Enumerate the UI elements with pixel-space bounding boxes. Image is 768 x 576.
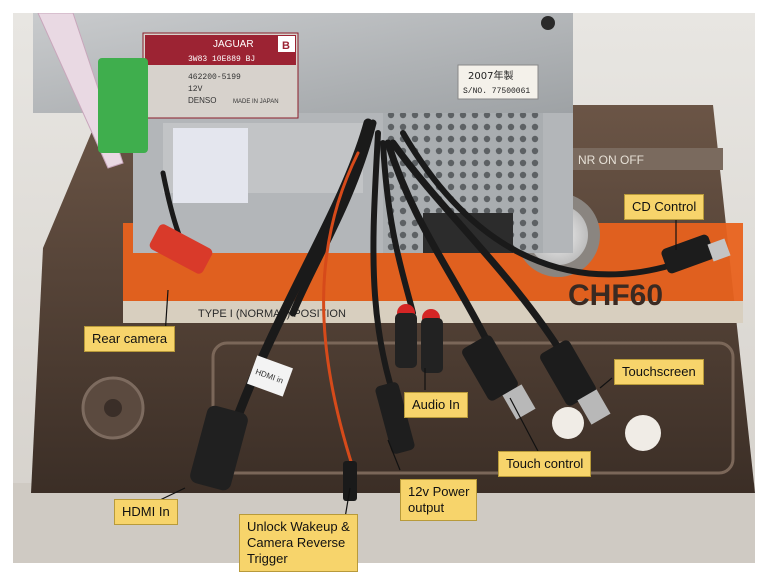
audio-in-callout: Audio In [404,392,468,418]
photo-scene: TYPE I (NORMAL) POSITION CHF60 NR ON OFF… [13,13,755,563]
unit-year-sticker [457,64,539,100]
wakeup-plug [343,461,357,501]
hdmi-tag [247,355,293,397]
mat-brand-text: CHF60 [568,279,663,312]
cables [160,118,696,470]
unit-serial: S/NO. 77500061 [463,87,530,96]
unit-voltage: 12V [188,85,203,94]
hdmi-plug [190,405,248,491]
mat-hole-2 [625,415,661,451]
unit-code: 3W83 10E889 BJ [188,55,255,64]
power-plug [375,382,415,454]
ribbon-cable [37,13,148,169]
usb-cd-plug [661,234,715,274]
green-connector [98,58,148,153]
mat-hole-1 [552,407,584,439]
unit-brand: JAGUAR [213,39,254,50]
cd-control-callout: CD Control [624,194,705,220]
power-output-callout: 12v Power output [400,479,478,521]
unit-maker: DENSO [188,96,216,105]
mat-type-text: TYPE I (NORMAL) POSITION [198,308,346,320]
rear-camera-callout: Rear camera [84,326,176,352]
unit-part: 462200-5199 [188,73,241,82]
unit-year: 2007年製 [468,69,513,82]
unlock-wakeup-callout: Unlock Wakeup & Camera Reverse Trigger [239,514,358,572]
touchscreen-callout: Touchscreen [614,359,704,385]
usb-touchscreen-plug [540,340,596,406]
usb-touch-plug [462,335,518,401]
rear-camera-plug [149,224,213,274]
touch-control-callout: Touch control [498,451,592,477]
mat-mode-text: NR ON OFF [578,153,644,167]
unit-origin: MADE IN JAPAN [233,99,279,105]
unit-badge: B [282,40,290,52]
hdmi-in-callout: HDMI In [114,499,178,525]
